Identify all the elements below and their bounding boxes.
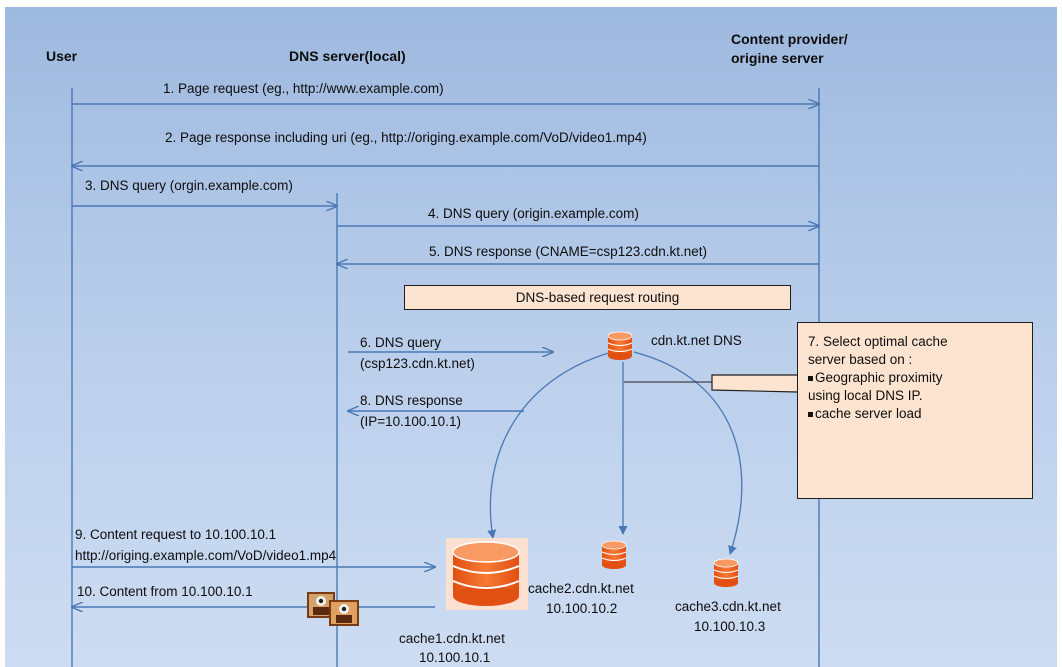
route-to-cache3 <box>633 351 743 555</box>
label-step-8-line1: 8. DNS response <box>360 393 463 408</box>
label-step-9-line1: 9. Content request to 10.100.10.1 <box>75 527 277 542</box>
label-cache3-ip: 10.100.10.3 <box>694 619 766 634</box>
route-to-cache1 <box>487 351 613 539</box>
label-step-1: 1. Page request (eg., http://www.example… <box>163 81 444 96</box>
label-step-8-line2: (IP=10.100.10.1) <box>360 414 461 429</box>
bullet-icon <box>808 411 813 417</box>
label-cache1-ip: 10.100.10.1 <box>419 650 491 665</box>
callout-pointer <box>711 374 798 393</box>
label-cache2-ip: 10.100.10.2 <box>546 601 618 616</box>
bullet-icon <box>808 375 813 381</box>
cache1-server-icon <box>446 538 528 610</box>
header-provider-line2: origine server <box>731 50 824 66</box>
select-box-bullet1-line1: Geographic proximity <box>815 370 943 385</box>
cache2-server-icon <box>601 540 627 569</box>
header-user: User <box>46 48 78 64</box>
label-step-9-line2: http://origing.example.com/VoD/video1.mp… <box>75 548 337 563</box>
select-box-bullet2: cache server load <box>815 406 922 421</box>
label-cache1-name: cache1.cdn.kt.net <box>399 631 505 646</box>
cache3-server-icon <box>713 558 739 587</box>
label-cache2-name: cache2.cdn.kt.net <box>528 581 634 596</box>
header-dns-local: DNS server(local) <box>289 48 406 64</box>
routing-box-label: DNS-based request routing <box>515 290 680 305</box>
select-box-bullet1-line2: using local DNS IP. <box>808 388 923 403</box>
cdn-dns-server-icon <box>607 331 633 360</box>
video-thumbnail-icon <box>307 592 359 626</box>
label-step-6-line2: (csp123.cdn.kt.net) <box>360 356 475 371</box>
dns-request-routing-box: DNS-based request routing <box>404 285 791 310</box>
label-step-10: 10. Content from 10.100.10.1 <box>77 584 253 599</box>
select-cache-box: 7. Select optimal cache server based on … <box>797 322 1033 499</box>
select-box-line1: 7. Select optimal cache <box>808 334 948 349</box>
label-step-2: 2. Page response including uri (eg., htt… <box>165 130 647 145</box>
label-step-5: 5. DNS response (CNAME=csp123.cdn.kt.net… <box>429 244 707 259</box>
label-step-6-line1: 6. DNS query <box>360 335 442 350</box>
select-box-line2: server based on : <box>808 352 913 367</box>
header-provider-line1: Content provider/ <box>731 31 848 47</box>
label-cdn-dns: cdn.kt.net DNS <box>651 333 742 348</box>
label-cache3-name: cache3.cdn.kt.net <box>675 599 781 614</box>
label-step-4: 4. DNS query (origin.example.com) <box>428 206 639 221</box>
label-step-3: 3. DNS query (orgin.example.com) <box>85 178 293 193</box>
